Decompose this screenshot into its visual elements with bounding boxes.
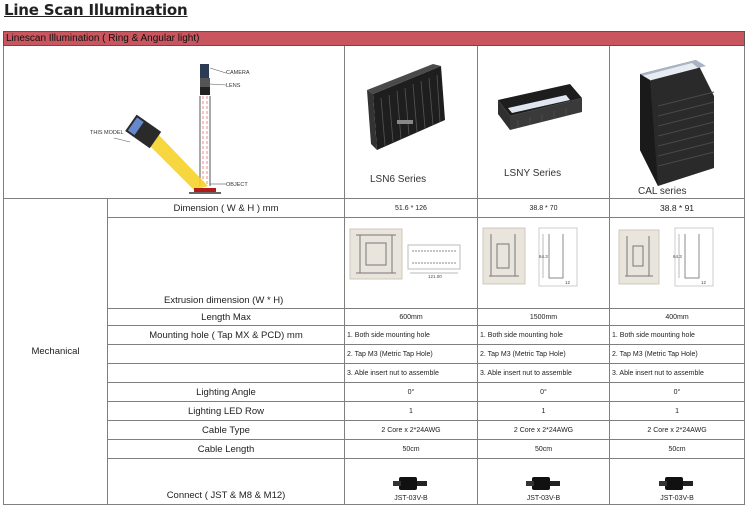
connect-cell-lsn6: JST-03V-B [344,458,478,505]
mounting-line2-cal: 2. Tap M3 (Metric Tap Hole) [608,344,745,364]
jst-connector-icon [659,477,694,490]
cal-extrusion-profile: 64.3 12 [618,227,714,287]
led-row-value-lsn6: 1 [344,401,478,421]
dimension-value-lsn6: 51.6 * 126 [344,198,478,218]
length-label: Length Max [107,308,345,326]
spec-table: Linescan Illumination ( Ring & Angular l… [2,31,745,505]
setup-diagram-cell: CAMERA LENS THIS MODEL OBJECT [3,45,345,199]
row-cable-type: Cable Type 2 Core x 2*24AWG 2 Core x 2*2… [4,420,745,440]
extrusion-label: Extrusion dimension (W * H) [107,217,345,309]
row-led: Lighting LED Row 1 1 1 [4,401,745,421]
led-row-value-cal: 1 [608,401,745,421]
angle-label: Lighting Angle [107,382,345,402]
cable-length-value-lsn6: 50cm [344,439,478,459]
cable-type-value-cal: 2 Core x 2*24AWG [608,420,745,440]
angle-value-cal: 0° [608,382,745,402]
row-connect: Connect ( JST & M8 & M12) JST-03V-B JST-… [4,458,745,505]
row-cable-length: Cable Length 50cm 50cm 50cm [4,439,745,459]
connect-cell-lsny: JST-03V-B [477,458,610,505]
mounting-line3-lsny: 3. Able insert nut to assemble [477,363,610,383]
cable-type-label: Cable Type [107,420,345,440]
jst-connector-icon [393,477,427,490]
extrusion-drawing-cal: 64.3 12 [608,217,745,309]
dimension-value-lsny: 38.8 * 70 [477,198,610,218]
section-band-label: Linescan Illumination ( Ring & Angular l… [2,31,745,46]
diagram-object-label: OBJECT [226,182,248,188]
category-mechanical: Mechanical [3,198,108,505]
connect-value-cal: JST-03V-B [660,495,694,502]
angle-value-lsn6: 0° [344,382,478,402]
lsn6-product-image [367,64,445,150]
mounting-line3-cal: 3. Able insert nut to assemble [608,363,745,383]
mounting-line2-lsny: 2. Tap M3 (Metric Tap Hole) [477,344,610,364]
angle-value-lsny: 0° [477,382,610,402]
lsny-product-image [498,84,582,130]
product-cell-lsny: LSNY Series [477,45,610,199]
connect-label: Connect ( JST & M8 & M12) [107,458,345,505]
length-value-lsn6: 600mm [344,308,478,326]
cable-type-value-lsny: 2 Core x 2*24AWG [477,420,610,440]
product-image-row: CAMERA LENS THIS MODEL OBJECT LSN6 Serie… [3,45,745,199]
dimension-label: Dimension ( W & H ) mm [107,198,345,218]
led-row-label: Lighting LED Row [107,401,345,421]
cal-product-image [640,60,715,186]
mounting-blank-3 [107,363,345,383]
cable-type-value-lsn6: 2 Core x 2*24AWG [344,420,478,440]
lsny-extrusion-profile: 64.3 12 [482,227,577,287]
cable-length-value-cal: 50cm [608,439,745,459]
product-cell-cal: CAL series [608,45,745,199]
cal-extrusion-small: 12 [701,280,707,285]
cable-length-label: Cable Length [107,439,345,459]
length-value-lsny: 1500mm [477,308,610,326]
lsn6-series-label: LSN6 Series [370,174,427,185]
row-dimension: Mechanical Dimension ( W & H ) mm 51.6 *… [3,198,745,505]
lsny-extrusion-small: 12 [565,280,571,285]
product-cell-lsn6: LSN6 Series [344,45,478,199]
jst-connector-icon [525,477,560,490]
lsn6-extrusion-dim: 121.00 [428,274,442,279]
diagram-lens-label: LENS [226,83,241,89]
length-value-cal: 400mm [608,308,745,326]
connect-cell-cal: JST-03V-B [608,458,745,505]
lsny-series-label: LSNY Series [504,168,562,179]
row-length: Length Max 600mm 1500mm 400mm [4,308,745,326]
row-mounting-3: 3. Able insert nut to assemble 3. Able i… [4,363,745,383]
connect-value-lsn6: JST-03V-B [394,495,428,502]
diagram-camera-label: CAMERA [226,70,250,76]
lsn6-extrusion-profile: 121.00 [349,228,460,280]
dimension-value-cal: 38.8 * 91 [608,198,745,218]
page-title: Line Scan Illumination [4,1,188,19]
row-mounting-1: Mounting hole ( Tap MX & PCD) mm 1. Both… [4,325,745,345]
diagram-model-label: THIS MODEL [90,130,124,136]
mounting-blank-2 [107,344,345,364]
mounting-line3-lsn6: 3. Able insert nut to assemble [344,363,478,383]
row-extrusion: Extrusion dimension (W * H) 121.00 [4,217,745,309]
line-scan-setup-diagram: CAMERA LENS THIS MODEL OBJECT [90,64,250,194]
mounting-line2-lsn6: 2. Tap M3 (Metric Tap Hole) [344,344,478,364]
row-mounting-2: 2. Tap M3 (Metric Tap Hole) 2. Tap M3 (M… [4,344,745,364]
mounting-label: Mounting hole ( Tap MX & PCD) mm [107,325,345,345]
cal-series-label: CAL series [638,186,687,197]
led-row-value-lsny: 1 [477,401,610,421]
row-angle: Lighting Angle 0° 0° 0° [4,382,745,402]
cal-extrusion-dim: 64.3 [673,254,682,259]
extrusion-drawing-lsny: 64.3 12 [477,217,610,309]
section-band: Linescan Illumination ( Ring & Angular l… [2,31,745,46]
lsny-extrusion-dim: 64.3 [539,254,548,259]
extrusion-drawing-lsn6: 121.00 [344,217,478,309]
cable-length-value-lsny: 50cm [477,439,610,459]
mounting-line1-cal: 1. Both side mounting hole [608,325,745,345]
mounting-line1-lsny: 1. Both side mounting hole [477,325,610,345]
mounting-line1-lsn6: 1. Both side mounting hole [344,325,478,345]
connect-value-lsny: JST-03V-B [526,495,561,502]
